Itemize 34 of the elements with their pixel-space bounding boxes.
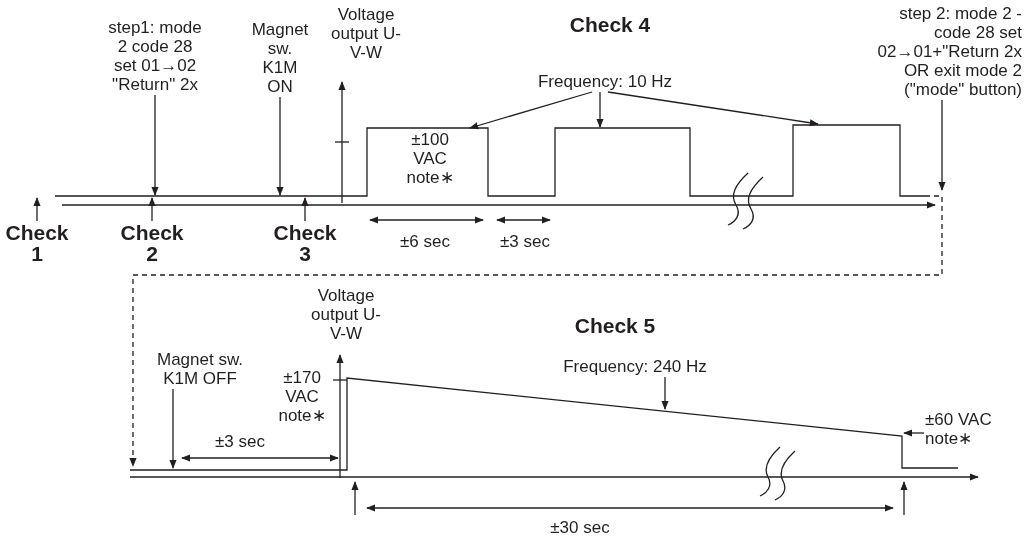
section-title: Check 4	[568, 14, 652, 35]
annotation-text: step1: mode 2 code 28 set 01→02 "Return" 2x	[108, 18, 202, 94]
continuation-arrow	[129, 195, 943, 467]
check-label: Check 1	[5, 222, 69, 264]
voltage-waveform	[54, 124, 926, 197]
annotation-text: Magnet sw. K1M ON	[249, 20, 311, 96]
leader-arrow	[661, 376, 669, 410]
duration-label: ±6 sec	[399, 232, 451, 251]
check-label: Check 2	[120, 222, 184, 264]
duration-label: ±3 sec	[214, 432, 266, 451]
leader-arrow	[169, 388, 177, 469]
leader-arrow	[938, 99, 946, 191]
check-label: Check 3	[273, 222, 337, 264]
leader-arrow	[148, 197, 156, 222]
amplitude-label: ±170 VAC note∗	[277, 368, 327, 425]
axis-label: Voltage output U-V-W	[330, 5, 402, 62]
leader-arrow	[276, 96, 284, 196]
leader-arrow	[301, 197, 309, 222]
leader-arrow	[607, 91, 819, 127]
annotation-text: step 2: mode 2 - code 28 set 02→01+"Return 2x OR exit mode 2 ("mode" button)	[860, 4, 1022, 99]
amplitude-label: ±100 VAC note∗	[405, 130, 455, 187]
axis-label: Voltage output U-V-W	[310, 286, 382, 343]
annotation-text: Magnet sw. K1M OFF	[145, 350, 255, 388]
leader-arrow	[596, 91, 604, 128]
section-title: Check 5	[573, 315, 657, 336]
leader-arrow	[469, 91, 593, 130]
annotation-text: ±60 VAC note∗	[925, 410, 1025, 448]
leader-arrow	[903, 429, 925, 437]
annotation-text: Frequency: 10 Hz	[530, 72, 680, 91]
leader-arrow	[33, 197, 41, 222]
duration-label: ±3 sec	[499, 232, 551, 251]
annotation-text: Frequency: 240 Hz	[555, 357, 715, 376]
duration-label: ±30 sec	[549, 518, 611, 537]
leader-arrow	[151, 94, 159, 196]
